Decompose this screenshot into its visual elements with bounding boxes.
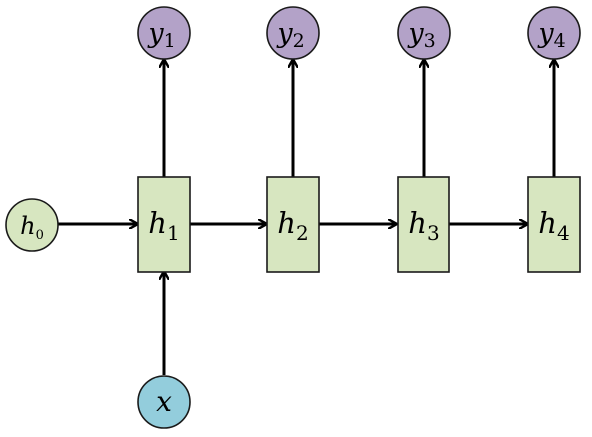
node-y3-label: y3 (407, 18, 435, 52)
node-y2: y2 (266, 6, 320, 60)
node-x: x (137, 375, 191, 429)
node-h1-label: h1 (148, 206, 179, 245)
node-h2-label: h2 (277, 206, 308, 245)
node-h0-circle (5, 198, 59, 252)
node-h3: h3 (397, 176, 450, 273)
node-x-circle (137, 375, 191, 429)
node-h4-label: h4 (538, 206, 569, 245)
node-h3-label: h3 (408, 206, 439, 245)
node-h0: h0 (5, 198, 59, 252)
node-h3-box (397, 176, 450, 273)
node-h4: h4 (527, 176, 581, 273)
node-h2: h2 (266, 176, 320, 273)
node-y2-label: y2 (276, 18, 304, 52)
node-y4-circle (527, 6, 581, 60)
node-y1-label: y1 (147, 18, 175, 52)
node-y3: y3 (397, 6, 451, 60)
node-y1: y1 (137, 6, 191, 60)
node-h0-label: h0 (20, 212, 44, 243)
node-h4-box (527, 176, 581, 273)
node-y4-label: y4 (537, 18, 565, 52)
node-y1-circle (137, 6, 191, 60)
node-h1-box (137, 176, 191, 273)
node-h1: h1 (137, 176, 191, 273)
node-h2-box (266, 176, 320, 273)
node-x-label: x (156, 385, 172, 418)
node-y2-circle (266, 6, 320, 60)
node-y3-circle (397, 6, 451, 60)
node-y4: y4 (527, 6, 581, 60)
edges (58, 60, 554, 375)
